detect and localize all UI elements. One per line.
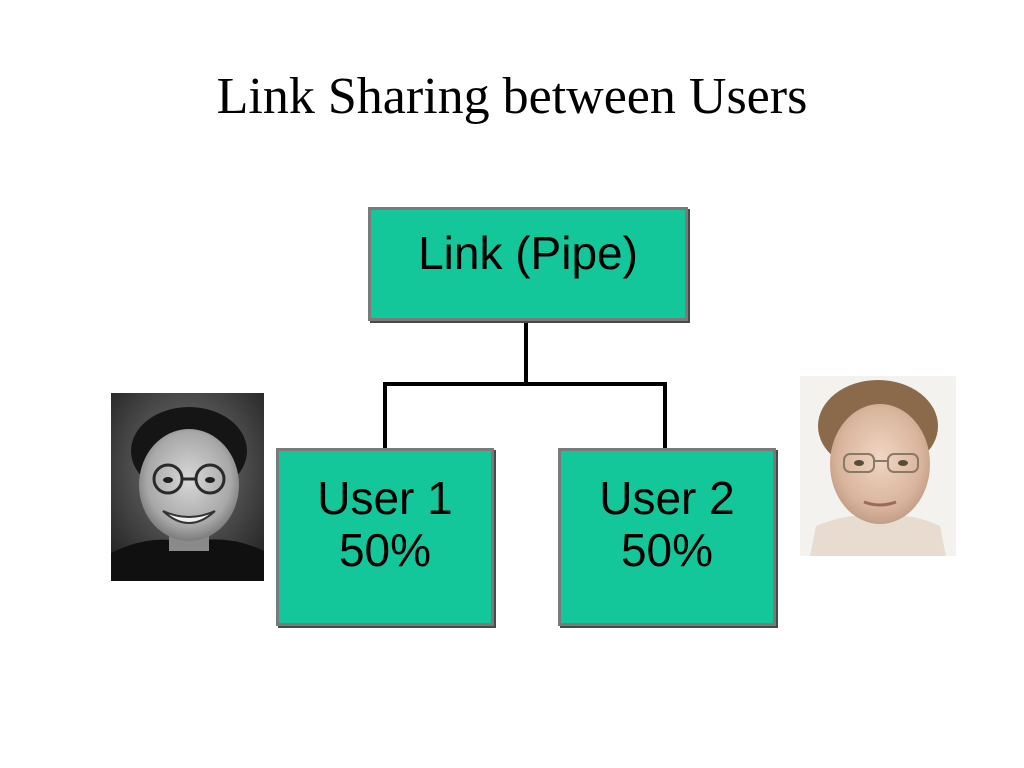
user1-label: User 1 — [317, 472, 453, 524]
user2-node: User 2 50% — [558, 448, 776, 626]
user1-portrait-photo — [111, 393, 264, 581]
link-pipe-node: Link (Pipe) — [368, 207, 688, 321]
user1-share: 50% — [338, 523, 432, 576]
user2-label: User 2 — [599, 472, 735, 524]
user2-share: 50% — [620, 523, 714, 576]
slide-title: Link Sharing between Users — [216, 68, 808, 125]
link-pipe-label: Link (Pipe) — [418, 227, 638, 279]
user1-node: User 1 50% — [276, 448, 494, 626]
user2-portrait-photo — [800, 376, 956, 556]
